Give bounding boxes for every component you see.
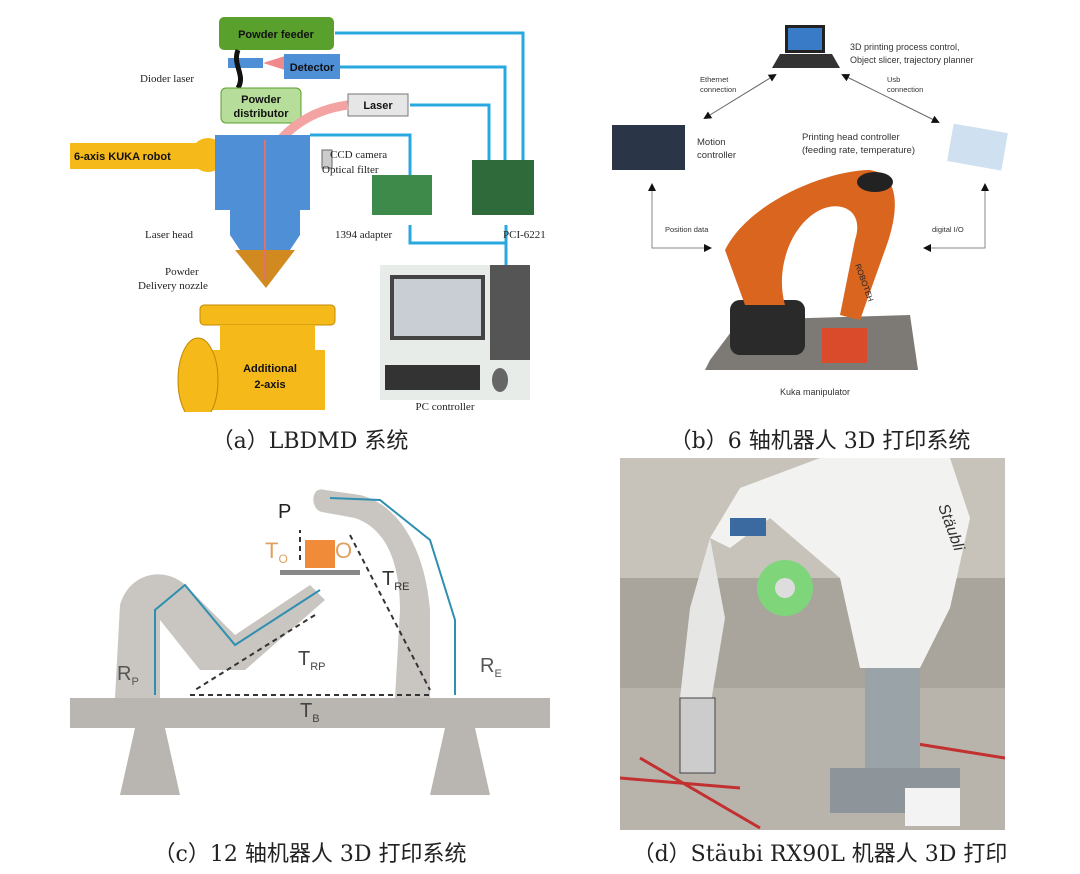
robot-arm-re	[313, 489, 430, 698]
position-data-label: Position data	[665, 225, 709, 234]
laser-head-label: Laser head	[145, 229, 193, 241]
label-o: O	[335, 538, 352, 563]
ethernet-label-2: connection	[700, 85, 736, 94]
process-label-2: Object slicer, trajectory planner	[850, 55, 974, 65]
printing-head-board-image	[947, 123, 1008, 171]
kuka-manipulator-label: Kuka manipulator	[780, 387, 850, 397]
powder-distributor-box	[220, 87, 302, 124]
label-tb: TB	[300, 700, 320, 725]
label-p: P	[278, 501, 291, 523]
label-to: TO	[265, 538, 288, 566]
motion-label-2: controller	[697, 150, 736, 161]
label-rp: RP	[117, 663, 139, 688]
kuka-manipulator-image	[705, 170, 918, 370]
object-o	[305, 540, 335, 568]
laser-head-shape	[215, 135, 310, 280]
staubli-robot-arm	[710, 458, 970, 668]
process-label: 3D printing process control,	[850, 42, 960, 52]
adapter-card	[372, 175, 432, 215]
detector-label: Detector	[290, 62, 335, 74]
digital-io-label: digital I/O	[932, 225, 964, 234]
kuka-robot-label: 6-axis KUKA robot	[74, 151, 171, 163]
head-controller-label-2: (feeding rate, temperature)	[802, 145, 915, 156]
additional-label: Additional	[243, 363, 297, 375]
additional-label-2: 2-axis	[254, 379, 285, 391]
laptop-icon	[772, 25, 840, 68]
caption-c: （c）12 轴机器人 3D 打印系统	[153, 842, 467, 867]
pc-controller-label: PC controller	[416, 401, 475, 412]
powder-feeder-box	[219, 17, 334, 50]
motion-label: Motion	[697, 137, 726, 148]
ccd-camera-label: CCD camera	[330, 149, 387, 161]
caption-a: （a）LBDMD 系统	[211, 429, 409, 454]
usb-label: Usb	[887, 75, 900, 84]
panel-c-12axis-diagram: P TO O TRE TRP RP RE TB	[60, 460, 560, 815]
label-tre: TRE	[382, 568, 410, 593]
powder-distributor-label: Powder	[241, 94, 281, 106]
label-trp: TRP	[298, 648, 326, 673]
caption-d: （d）Stäubi RX90L 机器人 3D 打印	[632, 842, 1008, 867]
label-re: RE	[480, 655, 502, 680]
laser-label: Laser	[363, 100, 393, 112]
detector-box	[284, 54, 340, 79]
motion-controller-image	[612, 125, 685, 170]
usb-label-2: connection	[887, 85, 923, 94]
optical-filter-label: Optical filter	[322, 164, 379, 176]
nozzle-label: Powder	[165, 266, 199, 278]
robot-arm-rp	[115, 574, 325, 698]
powder-feeder-label: Powder feeder	[238, 29, 315, 41]
caption-b: （b）6 轴机器人 3D 打印系统	[669, 429, 971, 454]
pci-card	[472, 160, 534, 215]
nozzle-label-2: Delivery nozzle	[138, 280, 208, 292]
dioder-laser-label: Dioder laser	[140, 73, 194, 85]
robot-base-frame	[70, 698, 550, 795]
ethernet-label: Ethernet	[700, 75, 729, 84]
pci-label: PCI-6221	[503, 229, 546, 241]
powder-distributor-label-2: distributor	[234, 108, 290, 120]
panel-b-6axis-diagram: 3D printing process control, Object slic…	[612, 25, 1008, 397]
kuka-robot-arm	[70, 143, 200, 169]
head-controller-label: Printing head controller	[802, 132, 900, 143]
adapter-label: 1394 adapter	[335, 229, 392, 241]
panel-a-lbdmd-diagram: Powder feeder Detector Dioder laser Powd…	[70, 17, 546, 412]
diode-laser-shape	[228, 58, 263, 68]
signal-cables	[310, 31, 525, 265]
panel-d-staubli-photo: Stäubli	[620, 458, 1005, 830]
